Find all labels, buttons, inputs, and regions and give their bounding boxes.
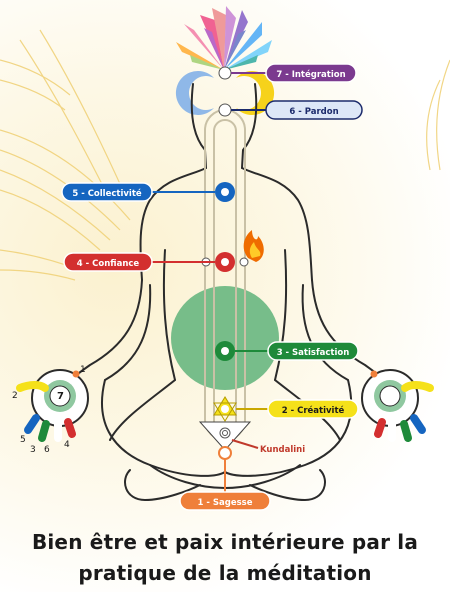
left-hand bbox=[16, 369, 89, 442]
chakra-label-creativite: 2 - Créativité bbox=[267, 399, 359, 419]
label-connectors bbox=[150, 72, 268, 492]
hand-number-3: 3 bbox=[30, 445, 36, 455]
chakra-label-collectivite: 5 - Collectivité bbox=[61, 182, 153, 202]
svg-text:7 - Intégration: 7 - Intégration bbox=[276, 69, 345, 80]
svg-text:3 - Satisfaction: 3 - Satisfaction bbox=[277, 348, 350, 358]
yellow-crescent bbox=[236, 71, 275, 115]
svg-text:1 - Sagesse: 1 - Sagesse bbox=[198, 498, 253, 508]
kundalini-label: Kundalini bbox=[260, 445, 305, 455]
svg-text:2 - Créativité: 2 - Créativité bbox=[282, 405, 345, 416]
caption-line-2: pratique de la méditation bbox=[78, 561, 372, 585]
energy-channels bbox=[204, 109, 246, 441]
hand-number-1: 1 bbox=[80, 365, 86, 375]
chakra-label-sagesse: 1 - Sagesse bbox=[179, 491, 271, 511]
hand-number-2: 2 bbox=[12, 391, 18, 401]
right-hand bbox=[361, 369, 434, 442]
blue-crescent bbox=[175, 71, 214, 116]
hand-number-5: 5 bbox=[20, 435, 26, 445]
svg-text:5 - Collectivité: 5 - Collectivité bbox=[72, 188, 142, 199]
hand-number-6: 6 bbox=[44, 445, 50, 455]
crown-lotus bbox=[176, 6, 272, 70]
caption-line-1: Bien être et paix intérieure par la bbox=[31, 530, 419, 554]
heart-flame bbox=[243, 230, 264, 262]
svg-text:6 - Pardon: 6 - Pardon bbox=[289, 107, 338, 117]
chakra-label-satisfaction: 3 - Satisfaction bbox=[267, 341, 359, 361]
chakra-label-confiance: 4 - Confiance bbox=[63, 252, 153, 272]
svg-text:4 - Confiance: 4 - Confiance bbox=[77, 259, 140, 269]
background-mandala bbox=[0, 29, 450, 281]
hand-number-4: 4 bbox=[64, 440, 70, 450]
hand-number-7: 7 bbox=[57, 391, 64, 402]
heart-aura bbox=[171, 286, 279, 390]
hand-number-labels: 7 1 2 3 4 5 6 bbox=[12, 365, 86, 455]
chakra-label-pardon: 6 - Pardon bbox=[265, 100, 363, 120]
chakra-label-integration: 7 - Intégration bbox=[265, 63, 357, 83]
